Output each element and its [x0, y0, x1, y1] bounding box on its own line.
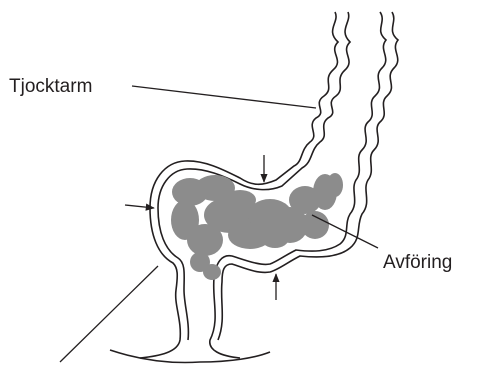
- colon-leader-line: [132, 86, 316, 108]
- stool-label: Avföring: [383, 252, 452, 274]
- colon-right-outer-wall: [210, 12, 386, 358]
- lower-leader-line: [60, 266, 158, 362]
- colon-right-inner-wall: [218, 12, 398, 340]
- colon-outer-wall: [140, 12, 338, 358]
- colon-label: Tjocktarm: [9, 76, 92, 98]
- pelvic-floor-curve: [110, 350, 270, 363]
